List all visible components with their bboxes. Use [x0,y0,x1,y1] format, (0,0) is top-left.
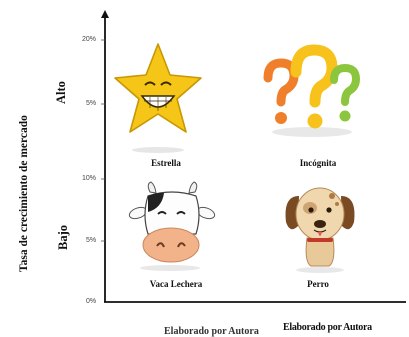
credit-label: Elaborado por Autora [283,322,372,333]
quadrant-label-question: Incógnita [299,158,337,168]
band-label-high: Alto [54,81,68,104]
quadrant-label-dog: Perro [307,279,329,289]
star-icon [114,43,202,153]
y-tick-20: 20% [82,36,97,43]
quadrant-label-star: Estrella [151,158,181,168]
question-marks-icon [263,44,361,137]
y-tick-5-low: 5% [86,237,97,244]
band-label-low: Bajo [56,225,70,250]
y-tick-0: 0% [86,298,97,305]
dog-icon [285,187,355,273]
x-axis-title: Elaborado por Autora [164,326,259,337]
y-tick-5-high: 5% [86,100,97,107]
y-tick-10: 10% [82,175,97,182]
cow-icon [128,181,216,271]
y-axis-arrow [101,10,109,18]
quadrant-label-cow: Vaca Lechera [149,279,203,289]
y-axis-title: Tasa de crecimiento de mercado [18,115,30,272]
